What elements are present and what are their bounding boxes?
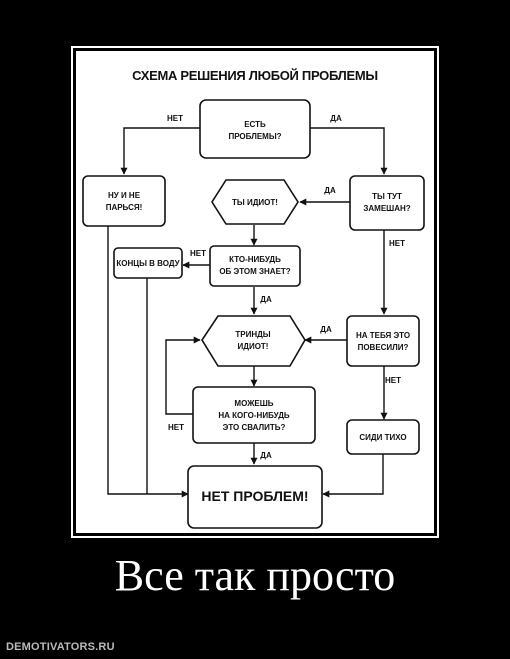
edge-label-no: НЕТ bbox=[389, 239, 405, 248]
edge-label-yes: ДА bbox=[324, 186, 336, 195]
node-hide-ends: КОНЦЫ В ВОДУ bbox=[113, 247, 183, 279]
node-trouble-idiot: ТРИНДЫ ИДИОТ! bbox=[201, 315, 306, 367]
node-trouble-idiot-line2: ИДИОТ! bbox=[238, 342, 269, 351]
node-can-blame-line2: НА КОГО-НИБУДЬ bbox=[218, 411, 290, 420]
node-anyone-knows: КТО-НИБУДЬ ОБ ЭТОМ ЗНАЕТ? bbox=[209, 245, 301, 287]
node-can-they-hang-line2: ПОВЕСИЛИ? bbox=[358, 343, 409, 352]
node-has-problems: ЕСТЬ ПРОБЛЕМЫ? bbox=[199, 99, 311, 159]
node-can-blame-line1: МОЖЕШЬ bbox=[234, 399, 273, 408]
edge-labels: НЕТ ДА ДА НЕТ НЕТ ДА ДА НЕТ НЕТ ДА bbox=[167, 114, 405, 460]
node-has-problems-line1: ЕСТЬ bbox=[244, 120, 266, 129]
edge-label-no: НЕТ bbox=[168, 423, 184, 432]
edge-label-no: НЕТ bbox=[167, 114, 183, 123]
edge-label-yes: ДА bbox=[260, 451, 272, 460]
node-trouble-idiot-line1: ТРИНДЫ bbox=[235, 330, 270, 339]
caption: Все так просто bbox=[114, 551, 396, 600]
node-has-problems-line2: ПРОБЛЕМЫ? bbox=[228, 132, 281, 141]
edge-label-yes: ДА bbox=[320, 325, 332, 334]
node-idiot: ТЫ ИДИОТ! bbox=[211, 179, 299, 225]
node-no-problem-text: НЕТ ПРОБЛЕМ! bbox=[201, 488, 308, 504]
node-involved-line2: ЗАМЕШАН? bbox=[363, 204, 410, 213]
connectors bbox=[107, 127, 388, 498]
node-anyone-knows-line1: КТО-НИБУДЬ bbox=[229, 255, 281, 264]
node-no-problem: НЕТ ПРОБЛЕМ! bbox=[187, 465, 323, 529]
node-idiot-text: ТЫ ИДИОТ! bbox=[232, 198, 278, 207]
node-dont-worry-line1: НУ И НЕ bbox=[108, 191, 141, 200]
node-can-they-hang: НА ТЕБЯ ЭТО ПОВЕСИЛИ? bbox=[346, 315, 420, 367]
node-can-blame: МОЖЕШЬ НА КОГО-НИБУДЬ ЭТО СВАЛИТЬ? bbox=[192, 386, 316, 444]
node-anyone-knows-line2: ОБ ЭТОМ ЗНАЕТ? bbox=[219, 267, 290, 276]
node-sit-quiet: СИДИ ТИХО bbox=[346, 419, 420, 455]
node-can-blame-line3: ЭТО СВАЛИТЬ? bbox=[223, 423, 286, 432]
edge-label-no: НЕТ bbox=[385, 376, 401, 385]
node-sit-quiet-text: СИДИ ТИХО bbox=[359, 433, 406, 442]
node-involved: ТЫ ТУТ ЗАМЕШАН? bbox=[349, 175, 425, 231]
diagram-title: СХЕМА РЕШЕНИЯ ЛЮБОЙ ПРОБЛЕМЫ bbox=[132, 68, 378, 83]
edge-label-no: НЕТ bbox=[190, 249, 206, 258]
node-hide-ends-text: КОНЦЫ В ВОДУ bbox=[116, 259, 180, 268]
node-dont-worry: НУ И НЕ ПАРЬСЯ! bbox=[82, 175, 166, 227]
node-can-they-hang-line1: НА ТЕБЯ ЭТО bbox=[356, 331, 410, 340]
edge-label-yes: ДА bbox=[260, 295, 272, 304]
site-watermark: DEMOTIVATORS.RU bbox=[6, 641, 115, 653]
node-involved-line1: ТЫ ТУТ bbox=[372, 192, 402, 201]
node-dont-worry-line2: ПАРЬСЯ! bbox=[106, 203, 143, 212]
edge-label-yes: ДА bbox=[330, 114, 342, 123]
